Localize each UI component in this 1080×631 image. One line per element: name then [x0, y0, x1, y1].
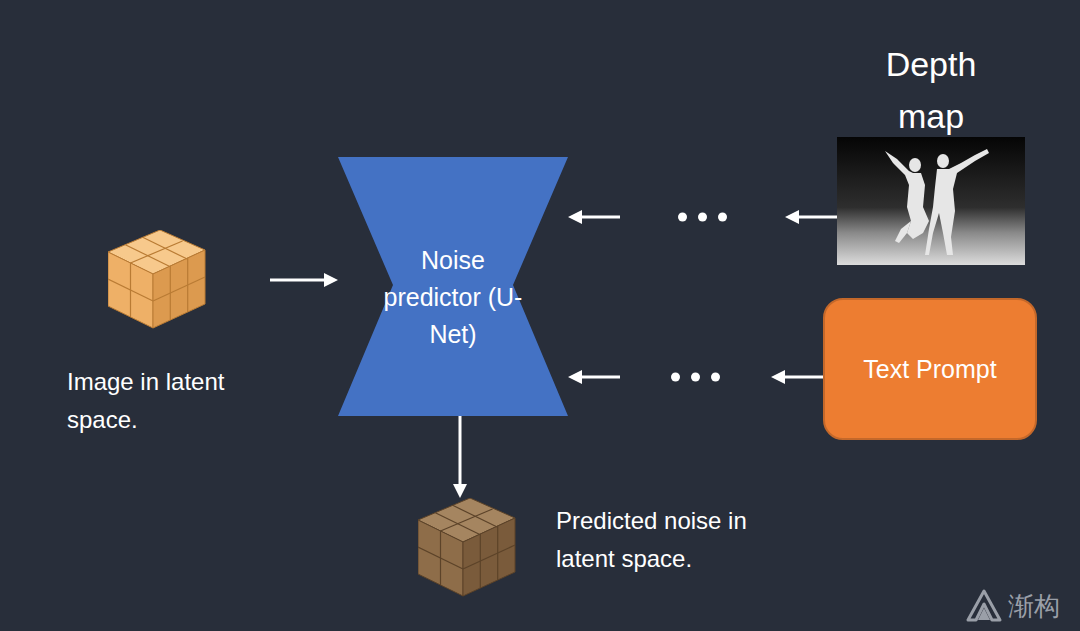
watermark-logo	[964, 588, 1004, 624]
latent-image-node: Image in latent space.	[60, 230, 270, 425]
ellipsis-dot	[691, 373, 700, 382]
ellipsis-dot	[671, 373, 680, 382]
arrow-segment	[576, 216, 620, 219]
depth-map-node: Depth map	[837, 38, 1025, 265]
flow-arrow	[568, 373, 823, 382]
arrow-segment	[270, 279, 330, 282]
ellipsis-dot	[711, 373, 720, 382]
connector-path	[568, 216, 837, 219]
node-label: Noise predictor (U-Net)	[383, 242, 523, 353]
connector-path	[459, 416, 462, 498]
predicted-noise-node: Predicted noise in latent space.	[418, 498, 798, 598]
flow-arrow	[568, 213, 837, 222]
flow-arrow	[460, 416, 461, 498]
connector-path	[568, 376, 823, 379]
ellipsis-dot	[678, 213, 687, 222]
arrow-segment	[459, 416, 462, 490]
ellipsis-dot	[718, 213, 727, 222]
depth-map-illustration	[837, 137, 1025, 265]
node-label: Text Prompt	[863, 353, 996, 385]
arrow-segment	[793, 216, 837, 219]
cube-icon	[418, 498, 516, 598]
cube-icon	[108, 230, 206, 330]
arrow-segment	[779, 376, 823, 379]
noise-predictor-node: Noise predictor (U-Net)	[338, 157, 568, 416]
node-heading: Depth map	[871, 38, 991, 142]
text-prompt-box: Text Prompt	[823, 298, 1037, 440]
node-label: Image in latent space.	[67, 363, 267, 439]
node-label: Predicted noise in latent space.	[556, 502, 796, 578]
watermark-text: 渐构	[1008, 590, 1060, 622]
connector-path	[270, 279, 338, 282]
ellipsis-dot	[698, 213, 707, 222]
arrow-segment	[576, 376, 620, 379]
flow-arrow	[270, 280, 338, 281]
